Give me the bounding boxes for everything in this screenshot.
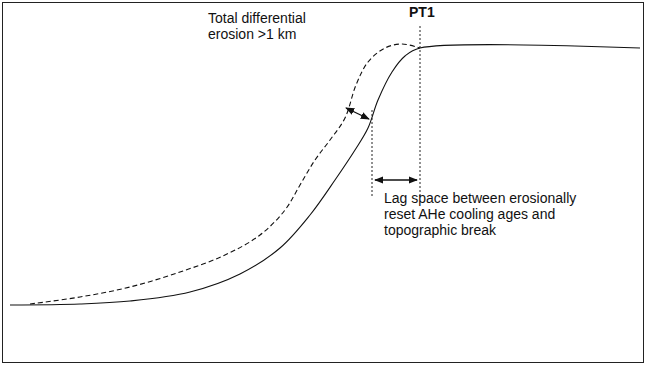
frame [3,3,644,363]
reset-age-line [372,110,373,196]
lag-space-arrow [375,179,417,180]
paleo-profile [30,44,420,304]
erosion-label: Total differential erosion >1 km [208,10,348,42]
point-label: PT1 [409,4,449,20]
lag-space-label: Lag space between erosionally reset AHe … [384,190,609,238]
present-profile [10,45,640,305]
erosion-arrow [346,108,369,119]
topographic-break-line [420,26,421,196]
